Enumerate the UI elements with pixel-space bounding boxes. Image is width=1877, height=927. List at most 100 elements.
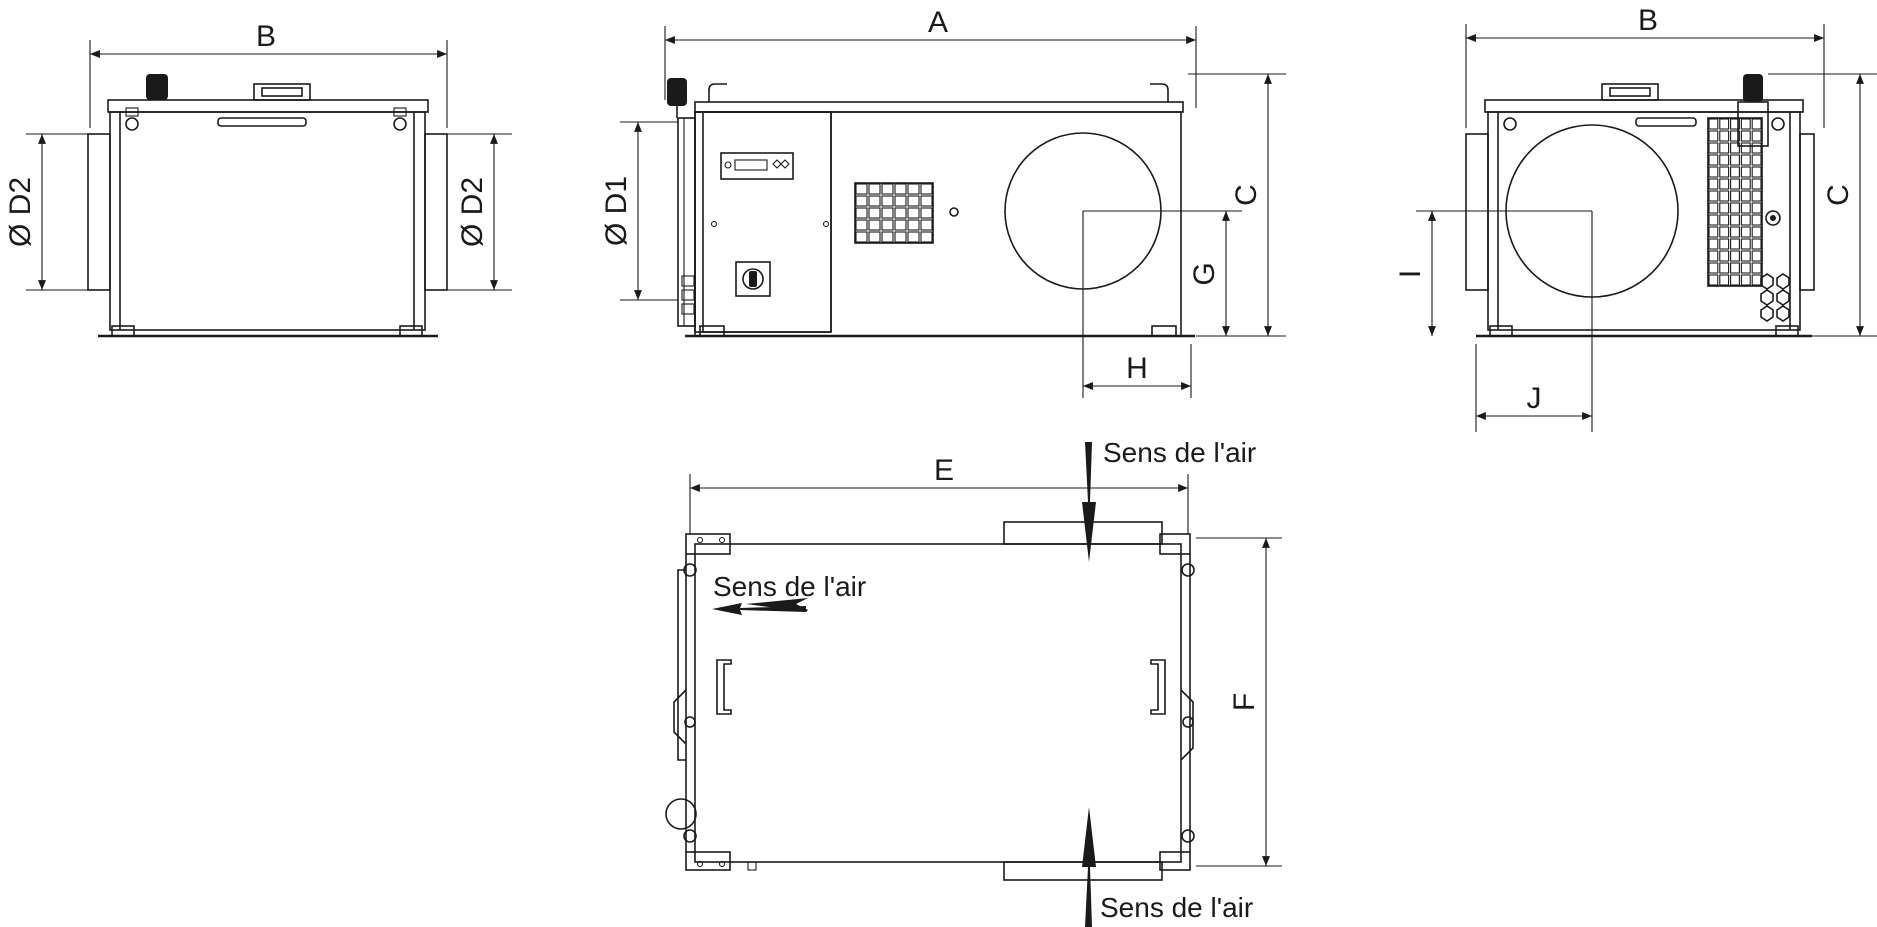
airflow-arrow-tail: [746, 598, 808, 612]
grille-cell: [1719, 250, 1730, 262]
main-switch: [735, 261, 771, 297]
grille-cell: [920, 219, 933, 231]
grille-cell: [1740, 226, 1751, 238]
airflow-arrow-left: [712, 603, 806, 615]
grille-cell: [1730, 214, 1740, 226]
grille-cell: [1751, 178, 1762, 190]
grille-cell: [1751, 154, 1762, 166]
grille-cell: [855, 219, 868, 231]
grille-cell: [1751, 190, 1762, 202]
grille-cell: [868, 195, 881, 207]
corner-plate: [685, 533, 731, 555]
grille-cell: [855, 207, 868, 219]
grille-cell: [1708, 142, 1719, 154]
grille-cell: [1719, 190, 1730, 202]
grille-cell: [855, 183, 868, 195]
lid: [694, 101, 1184, 113]
grille-cell: [1740, 262, 1751, 274]
grille-cell: [1751, 214, 1762, 226]
duct-side: [677, 117, 696, 327]
grille-cell: [1708, 178, 1719, 190]
grille-cell: [1740, 274, 1751, 286]
latch-icon: [683, 829, 697, 843]
dim-label-d1: Ø D1: [600, 176, 633, 246]
grille-cell: [1740, 214, 1751, 226]
grille: [854, 182, 934, 244]
handle-inner: [1635, 117, 1697, 127]
latch-icon: [393, 117, 407, 131]
duct-top: [1003, 521, 1163, 545]
grille-cell: [1751, 226, 1762, 238]
grille-cell: [1730, 178, 1740, 190]
dim-label-c-front: C: [1230, 184, 1263, 206]
side-rail: [677, 569, 686, 761]
grille-cell: [1751, 202, 1762, 214]
grille-cell: [894, 183, 907, 195]
grille-cell: [920, 195, 933, 207]
grille-cell: [1708, 262, 1719, 274]
grille-cell: [1751, 238, 1762, 250]
grille-cell: [881, 207, 894, 219]
dim-label-b-right: B: [1638, 4, 1658, 37]
grille-cell: [881, 219, 894, 231]
dim-label-i: I: [1394, 270, 1427, 278]
grille-cells-front: [855, 183, 933, 243]
control-panel: [720, 152, 794, 180]
airflow-label-left: Sens de l'air: [713, 571, 866, 602]
knob-icon: [146, 74, 168, 100]
duct-flange-left: [87, 133, 111, 291]
grille-cell: [1730, 250, 1740, 262]
grille-cell: [1751, 274, 1762, 286]
grille-cell: [1730, 190, 1740, 202]
grille-cell: [1730, 202, 1740, 214]
grille-cell: [1708, 154, 1719, 166]
duct-flange-right: [1799, 133, 1815, 291]
latch-icon: [1181, 563, 1195, 577]
indicator-icon: [1765, 210, 1781, 226]
grille-cell: [1719, 262, 1730, 274]
grille-cell: [1751, 142, 1762, 154]
grille-cell: [907, 219, 920, 231]
grille-cell: [1708, 214, 1719, 226]
grille-cell: [1730, 262, 1740, 274]
dim-label-f: F: [1228, 693, 1261, 711]
grille-cell: [1708, 130, 1719, 142]
knob-icon: [667, 78, 687, 106]
grille-cell: [1708, 274, 1719, 286]
display-screen: [734, 159, 768, 171]
hook-left: [708, 83, 727, 102]
grille-cell: [881, 195, 894, 207]
grille-cell: [894, 219, 907, 231]
grille-cell: [1730, 154, 1740, 166]
latch-icon: [125, 117, 139, 131]
airflow-arrow-up: [1082, 807, 1096, 927]
grille-cell: [894, 195, 907, 207]
grille-cell: [1751, 262, 1762, 274]
lid: [107, 99, 429, 113]
grille-vertical: [1707, 117, 1763, 287]
dim-label-b: B: [256, 20, 276, 53]
grille-cell: [1719, 130, 1730, 142]
dim-label-e: E: [934, 454, 954, 487]
dim-label-d2-right: Ø D2: [456, 177, 489, 247]
grille-cell: [881, 231, 894, 243]
dim-label-a: A: [928, 6, 948, 39]
grille-cell: [1740, 178, 1751, 190]
knob-icon: [1743, 74, 1763, 102]
grille-cell: [1740, 190, 1751, 202]
body: [109, 111, 426, 331]
grille-cell: [1730, 274, 1740, 286]
latch-icon: [1181, 829, 1195, 843]
grille-cell: [1719, 238, 1730, 250]
grille-cells-right: [1708, 118, 1762, 286]
grille-cell: [920, 231, 933, 243]
grille-cell: [1740, 238, 1751, 250]
latch-icon: [683, 563, 697, 577]
grille-cell: [1730, 226, 1740, 238]
grille-cell: [1740, 118, 1751, 130]
corner-plate: [685, 851, 731, 871]
body: [1487, 111, 1801, 331]
duct-flange-left: [1465, 133, 1489, 291]
duct-flange-right: [424, 133, 448, 291]
airflow-label-top: Sens de l'air: [1103, 437, 1256, 468]
